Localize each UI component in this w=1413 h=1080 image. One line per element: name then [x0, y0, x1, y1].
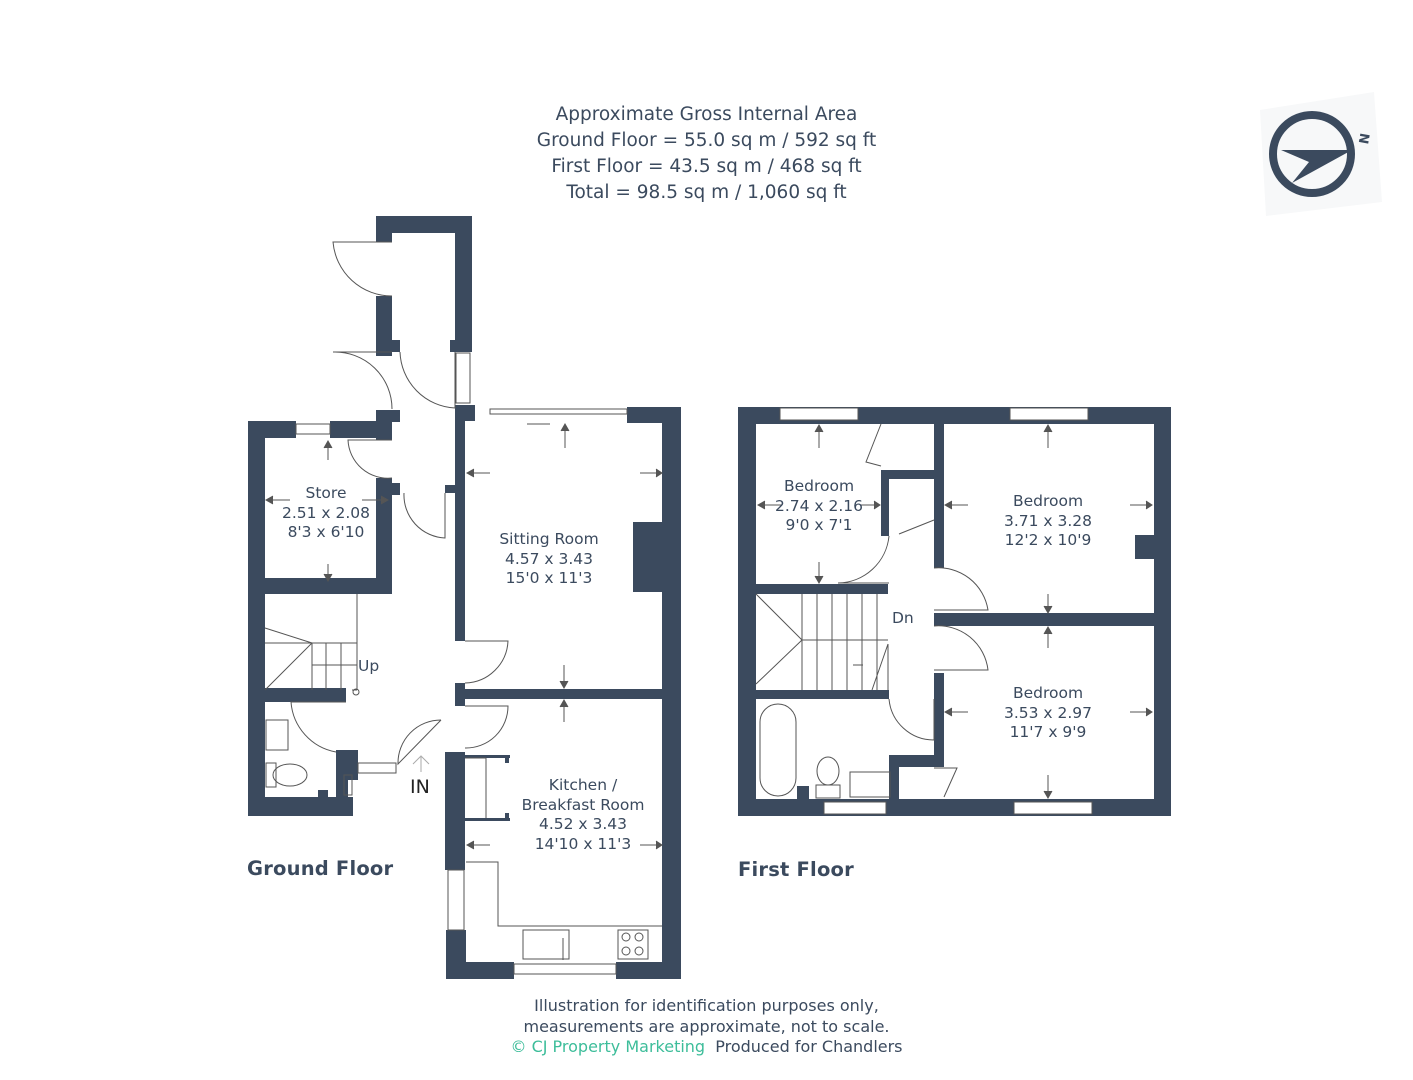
- room-name-2: Breakfast Room: [521, 795, 645, 814]
- ground-floor-title: Ground Floor: [247, 857, 394, 880]
- room-name: Kitchen /: [548, 776, 618, 794]
- footer: Illustration for identification purposes…: [0, 996, 1413, 1058]
- first-floor-title: First Floor: [738, 858, 854, 881]
- stairs-down-label: Dn: [892, 609, 914, 627]
- room-name: Bedroom: [783, 477, 855, 495]
- room-imperial: 11'7 x 9'9: [1009, 723, 1087, 741]
- first-floor-walls: [738, 407, 1171, 816]
- area-title: Approximate Gross Internal Area: [555, 104, 858, 125]
- entrance-label: IN: [410, 776, 430, 798]
- room-kitchen: Kitchen / Breakfast Room 4.52 x 3.43 14'…: [522, 776, 645, 854]
- north-compass-icon: N: [1256, 92, 1386, 217]
- room-imperial: 8'3 x 6'10: [287, 523, 365, 541]
- room-store: Store 2.51 x 2.08 8'3 x 6'10: [282, 484, 370, 543]
- total-area: Total = 98.5 sq m / 1,060 sq ft: [566, 182, 847, 203]
- area-summary: Approximate Gross Internal Area Ground F…: [0, 102, 1413, 206]
- first-floor-window-gaps: [780, 408, 1092, 814]
- ground-floor-fixtures: [264, 241, 662, 975]
- room-metric: 2.51 x 2.08: [281, 503, 371, 522]
- room-imperial: 12'2 x 10'9: [1004, 531, 1092, 549]
- disclaimer-line-2: measurements are approximate, not to sca…: [523, 1016, 890, 1036]
- room-metric: 2.74 x 2.16: [774, 496, 864, 515]
- room-metric: 4.52 x 3.43: [538, 815, 628, 833]
- first-floor-dimension-arrows: [756, 423, 1153, 800]
- ground-floor-area: Ground Floor = 55.0 sq m / 592 sq ft: [536, 130, 877, 151]
- room-bedroom-rear: Bedroom 3.53 x 2.97 11'7 x 9'9: [1004, 684, 1092, 743]
- ground-floor-walls: [248, 216, 681, 979]
- room-sitting-room: Sitting Room 4.57 x 3.43 15'0 x 11'3: [499, 530, 598, 589]
- room-metric: 3.53 x 2.97: [1003, 703, 1093, 722]
- produced-for: Produced for Chandlers: [715, 1037, 903, 1056]
- ground-floor-dimension-arrows: [264, 422, 663, 960]
- room-bedroom-small: Bedroom 2.74 x 2.16 9'0 x 7'1: [775, 477, 863, 536]
- room-imperial: 14'10 x 11'3: [534, 834, 632, 853]
- disclaimer-line-1: Illustration for identification purposes…: [534, 996, 879, 1015]
- room-imperial: 15'0 x 11'3: [505, 569, 593, 587]
- room-name: Store: [305, 484, 347, 502]
- room-name: Bedroom: [1012, 684, 1084, 702]
- brand-credit: © CJ Property Marketing: [510, 1037, 706, 1056]
- first-floor-area: First Floor = 43.5 sq m / 468 sq ft: [551, 156, 862, 177]
- room-imperial: 9'0 x 7'1: [785, 516, 853, 534]
- room-bedroom-front: Bedroom 3.71 x 3.28 12'2 x 10'9: [1004, 492, 1092, 551]
- stairs-up-label: Up: [358, 657, 380, 675]
- svg-text:N: N: [1357, 132, 1374, 145]
- room-name: Bedroom: [1012, 492, 1084, 510]
- room-metric: 3.71 x 3.28: [1003, 511, 1093, 530]
- first-floor-fixtures: [755, 407, 1093, 815]
- room-metric: 4.57 x 3.43: [504, 549, 594, 568]
- room-name: Sitting Room: [499, 530, 599, 548]
